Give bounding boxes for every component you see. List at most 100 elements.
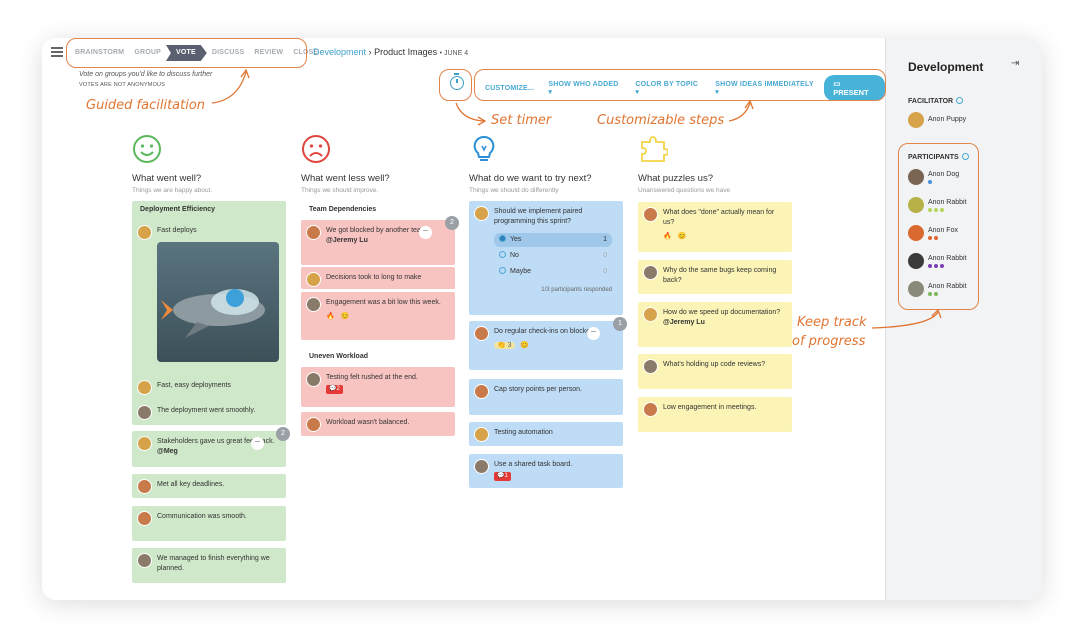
card-text: Testing felt rushed at the end. — [326, 374, 418, 381]
frown-icon — [302, 135, 330, 163]
list-item[interactable]: Do regular check-ins on blockers. 👏 3 😊 … — [469, 321, 623, 370]
comment-count[interactable]: 💬2 — [326, 385, 343, 394]
list-item[interactable]: What's holding up code reviews? — [638, 354, 792, 389]
avatar — [137, 436, 152, 451]
poll-question: Should we implement paired programming t… — [494, 208, 583, 225]
list-item[interactable]: Why do the same bugs keep coming back? — [638, 260, 792, 294]
sidebar: Development ⇥ FACILITATOR Anon Puppy PAR… — [885, 38, 1042, 600]
avatar — [306, 372, 321, 387]
participants-label-text: PARTICIPANTS — [908, 154, 959, 161]
avatar — [643, 207, 658, 222]
collapse-sidebar-icon[interactable]: ⇥ — [1011, 58, 1020, 69]
poll-card[interactable]: Should we implement paired programming t… — [469, 201, 623, 315]
list-item[interactable]: Cap story points per person. — [469, 379, 623, 415]
board: BRAINSTORM GROUP VOTE DISCUSS REVIEW CLO… — [42, 38, 885, 600]
step-vote[interactable]: VOTE — [166, 45, 207, 61]
card-text: Communication was smooth. — [157, 513, 247, 520]
unvote-icon[interactable]: − — [587, 327, 600, 340]
step-close[interactable]: CLOSE — [293, 49, 319, 56]
column-title: What went well? — [132, 173, 202, 184]
column-puzzles: What puzzles us? Unanswered questions we… — [638, 134, 730, 194]
list-item[interactable]: Communication was smooth. — [132, 506, 286, 541]
info-icon[interactable] — [956, 97, 964, 104]
list-item[interactable]: The deployment went smoothly. — [132, 400, 286, 425]
card-text: Decisions took to long to make — [326, 274, 422, 281]
step-brainstorm[interactable]: BRAINSTORM — [75, 49, 125, 56]
sidebar-title: Development — [908, 60, 984, 74]
list-item[interactable]: Testing automation — [469, 422, 623, 446]
column-subtitle: Things we are happy about. — [132, 187, 213, 194]
list-item[interactable]: Met all key deadlines. — [132, 474, 286, 498]
step-group[interactable]: GROUP — [134, 49, 161, 56]
comment-count[interactable]: 💬1 — [494, 472, 511, 481]
annotation-custom: Customizable steps — [597, 113, 725, 128]
card-text: Do regular check-ins on blockers. — [494, 328, 598, 335]
show-who-added-dropdown[interactable]: SHOW WHO ADDED ▾ — [548, 80, 619, 96]
column-subtitle: Things we should do differently — [469, 187, 559, 194]
list-item[interactable]: Use a shared task board. 💬1 — [469, 454, 623, 488]
column-went-well: What went well? Things we are happy abou… — [132, 134, 212, 194]
list-item[interactable]: Engagement was a bit low this week. 🔥 😊 — [301, 292, 455, 340]
group-title: Team Dependencies — [309, 206, 377, 213]
timer-icon[interactable] — [450, 73, 464, 90]
reactions[interactable]: 👏 3 😊 — [494, 341, 617, 351]
avatar — [643, 359, 658, 374]
avatar — [137, 405, 152, 420]
unvote-icon[interactable]: − — [419, 226, 432, 239]
mention[interactable]: @Jeremy Lu — [663, 319, 705, 326]
reactions[interactable]: 🔥 😊 — [326, 313, 350, 320]
list-item[interactable]: What does "done" actually mean for us? 🔥… — [638, 202, 792, 252]
vote-count-badge: 2 — [276, 427, 290, 441]
list-item[interactable]: Fast, easy deployments — [132, 375, 286, 397]
show-ideas-dropdown[interactable]: SHOW IDEAS IMMEDIATELY ▾ — [715, 80, 814, 96]
column-subtitle: Things we should improve. — [301, 187, 379, 194]
column-subtitle: Unanswered questions we have — [638, 187, 731, 194]
list-item[interactable]: Testing felt rushed at the end. 💬2 — [301, 367, 455, 407]
annotation-track-1: Keep track — [797, 315, 867, 330]
annotation-ring-steps — [66, 38, 307, 68]
list-item[interactable]: Workload wasn't balanced. — [301, 412, 455, 436]
facilitator-label-text: FACILITATOR — [908, 98, 954, 105]
color-by-topic-dropdown[interactable]: COLOR BY TOPIC ▾ — [635, 80, 699, 96]
list-item[interactable]: Fast deploys — [132, 220, 286, 370]
group-title: Deployment Efficiency — [140, 206, 216, 213]
avatar — [908, 112, 924, 128]
poll-option-label: Yes — [499, 235, 521, 245]
list-item[interactable]: Stakeholders gave us great feedback. @Me… — [132, 431, 286, 467]
card-text: Met all key deadlines. — [157, 481, 225, 488]
customize-button[interactable]: CUSTOMIZE... — [485, 84, 535, 92]
annotation-ring-timer — [439, 69, 472, 101]
breadcrumb-link[interactable]: Development — [313, 47, 367, 57]
present-button[interactable]: ▭ PRESENT — [824, 75, 885, 101]
lightbulb-icon — [473, 135, 495, 161]
step-discuss[interactable]: DISCUSS — [211, 49, 245, 56]
poll-option-count: 0 — [603, 268, 607, 275]
list-item[interactable]: Low engagement in meetings. — [638, 397, 792, 432]
avatar — [474, 326, 489, 341]
list-item[interactable]: We managed to finish everything we plann… — [132, 548, 286, 583]
mention[interactable]: @Meg — [157, 448, 178, 455]
column-title: What do we want to try next? — [469, 173, 592, 184]
column-less-well: What went less well? Things we should im… — [301, 134, 390, 194]
list-item[interactable]: We got blocked by another team. @Jeremy … — [301, 220, 455, 265]
group-title: Uneven Workload — [309, 353, 368, 360]
list-item[interactable]: How do we speed up documentation? @Jerem… — [638, 302, 792, 347]
reaction-count: 3 — [507, 342, 512, 349]
avatar — [306, 297, 321, 312]
info-icon[interactable] — [961, 153, 969, 160]
avatar — [908, 169, 924, 185]
list-item[interactable]: Decisions took to long to make — [301, 267, 455, 289]
unvote-icon[interactable]: − — [251, 437, 264, 450]
mention[interactable]: @Jeremy Lu — [326, 237, 368, 244]
participants-label: PARTICIPANTS — [908, 153, 969, 161]
step-nav: BRAINSTORM GROUP VOTE DISCUSS REVIEW CLO… — [70, 45, 323, 61]
reactions[interactable]: 🔥 😊 — [663, 233, 687, 240]
step-review[interactable]: REVIEW — [254, 49, 284, 56]
menu-icon[interactable] — [51, 47, 63, 57]
annotation-guided: Guided facilitation — [86, 98, 206, 113]
